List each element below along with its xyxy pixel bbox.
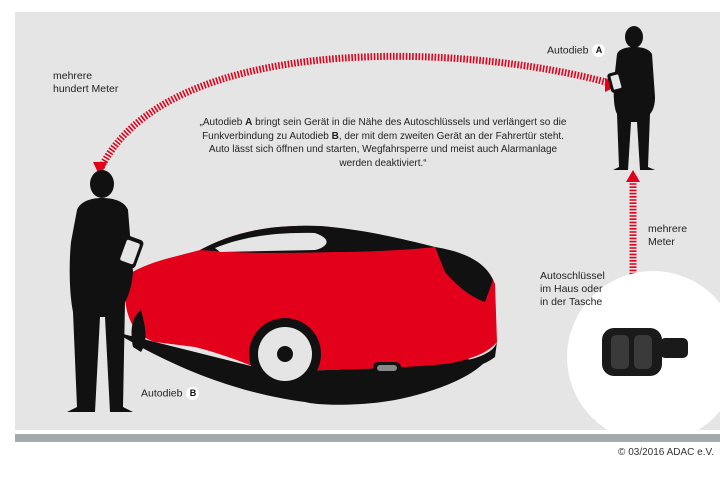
thief-a-silhouette [607,26,655,170]
key-location-label: Autoschlüssel im Haus oder in der Tasche [540,270,605,308]
thief-a-badge: A [592,44,606,57]
footer-bar [15,434,720,442]
thief-b-silhouette [67,170,144,412]
infographic-panel: mehrere hundert Meter mehrere Meter Auto… [15,12,720,430]
car-shadow [115,332,485,405]
car-illustration [124,225,497,390]
distance-label-top: mehrere hundert Meter [53,70,119,95]
thief-b-badge: B [186,387,200,400]
distance-label-right: mehrere Meter [648,223,688,248]
car-key-icon [602,328,688,376]
signal-arc-arrowhead-left [93,162,107,177]
copyright-note: © 03/2016 ADAC e.V. [618,447,714,458]
explanation-quote: „Autodieb A bringt sein Gerät in die Näh… [199,117,567,169]
signal-vertical-arrow-top [626,170,640,182]
infographic-artwork [67,26,720,430]
signal-arc [96,52,614,172]
